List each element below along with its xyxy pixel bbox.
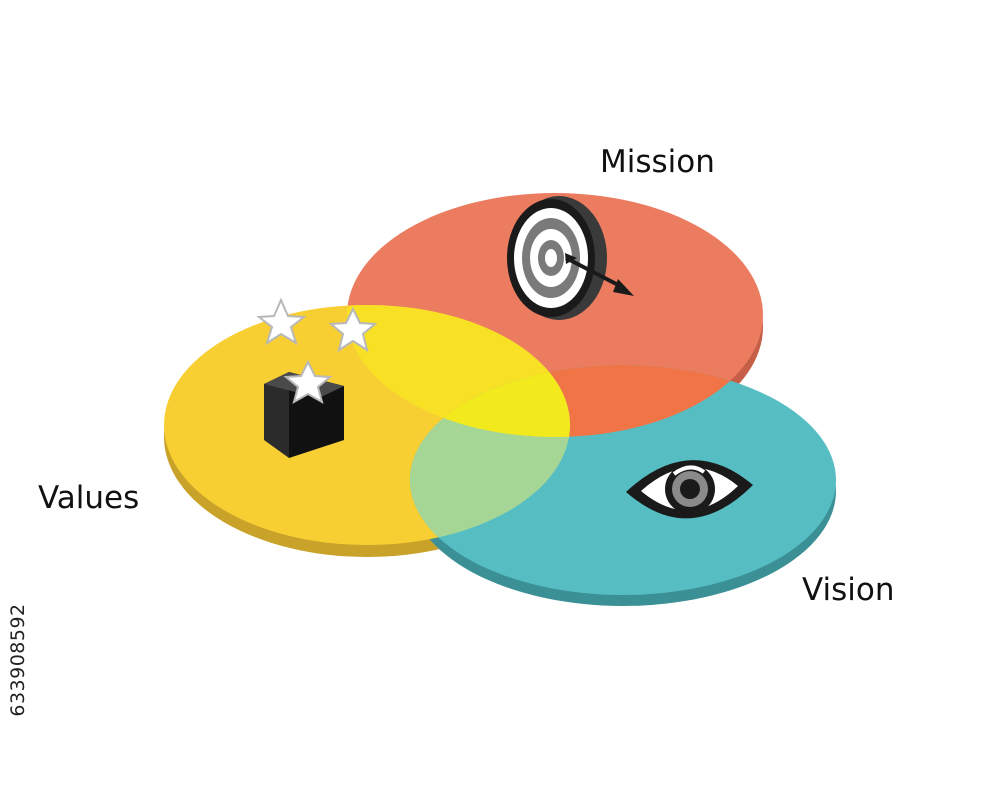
stock-id-text: 633908592	[7, 603, 29, 717]
center-overlap	[410, 365, 570, 437]
eye-icon	[626, 460, 753, 519]
mission-label: Mission	[600, 144, 715, 180]
values-label: Values	[38, 480, 140, 516]
target-with-arrow-icon	[507, 196, 634, 320]
vision-label: Vision	[802, 572, 895, 608]
stock-id-watermark: 633908592	[6, 560, 30, 760]
box-with-stars-icon	[256, 297, 378, 458]
